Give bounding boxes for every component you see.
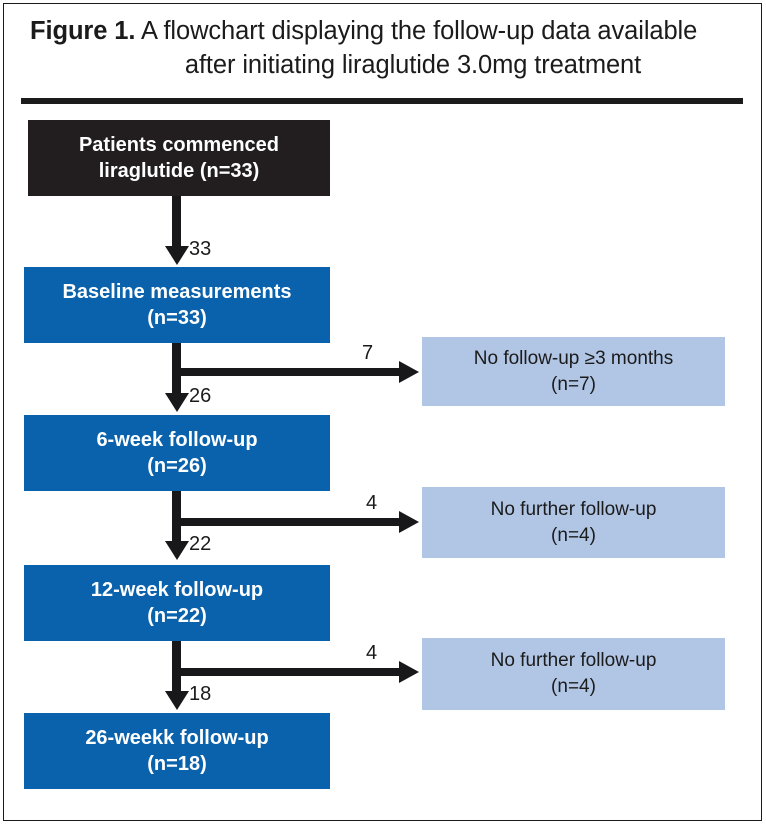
node-no-followup-3-months-line-2: (n=7)	[551, 373, 596, 395]
edge-label-week6-to-exit2: 4	[366, 492, 378, 514]
arrow-week6-to-exit2-stem	[176, 518, 402, 526]
arrow-week6-to-week12-head	[164, 541, 189, 560]
node-no-further-followup-1: No further follow-up (n=4)	[422, 487, 725, 558]
node-12-week-followup-line-1: 12-week follow-up	[90, 579, 264, 601]
edge-label-week6-to-week12: 22	[189, 533, 212, 555]
node-no-further-followup-1-line-1: No further follow-up	[490, 498, 657, 520]
node-no-further-followup-2-line-1: No further follow-up	[490, 650, 657, 671]
node-26-week-followup-line-1: 26-weekk follow-up	[85, 727, 269, 749]
edge-label-baseline-to-week6: 26	[189, 385, 212, 407]
node-patients-commenced-line-2: liraglutide (n=33)	[98, 160, 260, 182]
node-patients-commenced-line-1: Patients commenced	[78, 134, 280, 156]
figure-title-line-1: A flowchart displaying the follow-up dat…	[140, 17, 698, 45]
node-12-week-followup-line-2: (n=22)	[147, 605, 207, 627]
node-baseline-measurements-line-2: (n=33)	[147, 307, 207, 329]
arrow-baseline-to-week6-head	[164, 393, 189, 412]
edge-label-start-to-baseline: 33	[189, 238, 212, 260]
edge-label-week12-to-week26: 18	[189, 683, 212, 705]
arrow-start-to-baseline-head	[164, 246, 189, 265]
node-6-week-followup-line-1: 6-week follow-up	[96, 429, 258, 451]
node-no-further-followup-2-line-2: (n=4)	[551, 676, 596, 697]
node-no-further-followup-2: No further follow-up (n=4)	[422, 638, 725, 710]
node-baseline-measurements: Baseline measurements (n=33)	[24, 267, 330, 343]
edge-label-baseline-to-exit1: 7	[362, 342, 374, 364]
arrow-week12-to-week26-head	[164, 691, 189, 710]
node-6-week-followup: 6-week follow-up (n=26)	[24, 415, 330, 491]
node-12-week-followup: 12-week follow-up (n=22)	[24, 565, 330, 641]
figure-caption: Figure 1. A flowchart displaying the fol…	[24, 14, 742, 82]
figure-label: Figure 1.	[30, 17, 136, 45]
node-6-week-followup-line-2: (n=26)	[147, 455, 207, 477]
node-no-followup-3-months-line-1: No follow-up ≥3 months	[473, 347, 674, 369]
node-baseline-measurements-line-1: Baseline measurements	[62, 281, 292, 303]
edge-label-week12-to-exit3: 4	[366, 642, 378, 664]
arrow-week12-to-week26-stem	[172, 641, 181, 693]
arrow-week12-to-exit3-head	[399, 661, 419, 683]
arrow-week6-to-week12-stem	[172, 491, 181, 543]
node-no-followup-3-months: No follow-up ≥3 months (n=7)	[422, 337, 725, 406]
arrow-week12-to-exit3-stem	[176, 668, 402, 676]
node-26-week-followup-line-2: (n=18)	[147, 753, 207, 775]
node-26-week-followup: 26-weekk follow-up (n=18)	[24, 713, 330, 789]
figure-title-line-2: after initiating liraglutide 3.0mg treat…	[184, 51, 642, 79]
node-patients-commenced: Patients commenced liraglutide (n=33)	[28, 120, 330, 196]
node-no-further-followup-1-line-2: (n=4)	[551, 524, 596, 546]
arrow-baseline-to-exit1-head	[399, 361, 419, 383]
arrow-week6-to-exit2-head	[399, 511, 419, 533]
arrow-start-to-baseline-stem	[172, 196, 181, 248]
caption-divider-rule	[21, 98, 743, 104]
arrow-baseline-to-exit1-stem	[176, 368, 402, 376]
